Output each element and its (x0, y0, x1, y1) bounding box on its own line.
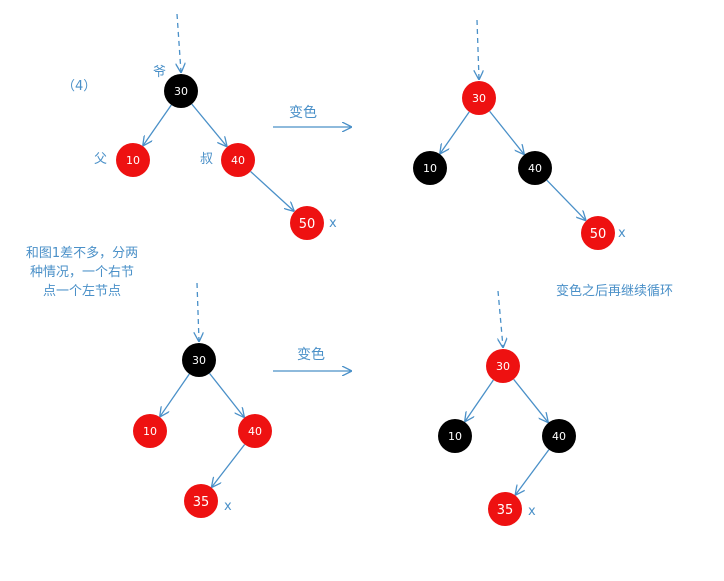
red-node-circle (133, 414, 167, 448)
current-marker: x (329, 216, 337, 231)
left-note-line: 种情况，一个右节 (29, 265, 134, 280)
arrow-label-top: 变色 (289, 105, 317, 121)
node-value: 30 (174, 85, 188, 98)
tree-edge (546, 179, 586, 220)
tree-edge (212, 444, 246, 486)
tree-node: 40 (542, 419, 576, 453)
current-marker: x (528, 504, 536, 519)
case-label: （4） (62, 79, 97, 94)
red-node-circle (221, 143, 255, 177)
tree-edge (513, 378, 548, 422)
black-node-circle (518, 151, 552, 185)
node-value: 30 (496, 360, 510, 373)
left-note-line: 点一个左节点 (42, 284, 121, 299)
grandparent-label: 爷 (153, 65, 167, 80)
tree-node: 10 (438, 419, 472, 453)
node-value: 35 (497, 503, 514, 518)
current-marker: x (224, 499, 232, 514)
node-value: 10 (448, 430, 462, 443)
red-node-circle (486, 349, 520, 383)
right-note: 变色之后再继续循环 (556, 284, 674, 299)
incoming-arrow (197, 282, 199, 341)
node-value: 40 (248, 425, 262, 438)
current-marker: x (618, 226, 626, 241)
node-value: 50 (590, 227, 607, 242)
tree-node: 35 (488, 492, 522, 526)
node-value: 35 (193, 495, 210, 510)
tree-node: 40 (238, 414, 272, 448)
tree-node: 50 (581, 216, 615, 250)
node-value: 50 (299, 217, 316, 232)
tree-edge (209, 372, 244, 417)
tree-node: 30 (164, 74, 198, 108)
incoming-arrow (177, 13, 181, 72)
incoming-arrow (498, 290, 503, 347)
tree-edge (516, 449, 550, 495)
red-node-circle (290, 206, 324, 240)
black-node-circle (542, 419, 576, 453)
arrow-label-bottom: 变色 (297, 347, 325, 363)
tree-node: 30 (486, 349, 520, 383)
tree-edge (489, 110, 524, 154)
node-value: 10 (143, 425, 157, 438)
black-node-circle (182, 343, 216, 377)
tree-node: 10 (413, 151, 447, 185)
tree-node: 30 (182, 343, 216, 377)
parent-label: 父 (94, 152, 108, 167)
node-value: 40 (552, 430, 566, 443)
tree-node: 35 (184, 484, 218, 518)
red-node-circle (238, 414, 272, 448)
tree-node: 40 (518, 151, 552, 185)
red-node-circle (488, 492, 522, 526)
black-node-circle (438, 419, 472, 453)
black-node-circle (413, 151, 447, 185)
node-value: 10 (126, 154, 140, 167)
tree-edge (143, 104, 172, 145)
node-value: 10 (423, 162, 437, 175)
node-value: 30 (472, 92, 486, 105)
left-note: 和图1差不多，分两 种情况，一个右节 点一个左节点 (12, 244, 152, 301)
red-node-circle (581, 216, 615, 250)
node-value: 30 (192, 354, 206, 367)
red-node-circle (116, 143, 150, 177)
tree-node: 30 (462, 81, 496, 115)
tree-edge (465, 379, 494, 421)
tree-edge (440, 111, 470, 153)
uncle-label: 叔 (200, 152, 214, 167)
tree-edge (191, 103, 227, 146)
tree-node: 40 (221, 143, 255, 177)
tree-edge (250, 170, 294, 210)
red-node-circle (184, 484, 218, 518)
black-node-circle (164, 74, 198, 108)
left-note-line: 和图1差不多，分两 (25, 246, 139, 261)
tree-node: 10 (133, 414, 167, 448)
node-value: 40 (231, 154, 245, 167)
tree-node: 10 (116, 143, 150, 177)
tree-edge (160, 373, 190, 416)
tree-node: 50 (290, 206, 324, 240)
node-value: 40 (528, 162, 542, 175)
incoming-arrow (477, 19, 479, 79)
red-node-circle (462, 81, 496, 115)
